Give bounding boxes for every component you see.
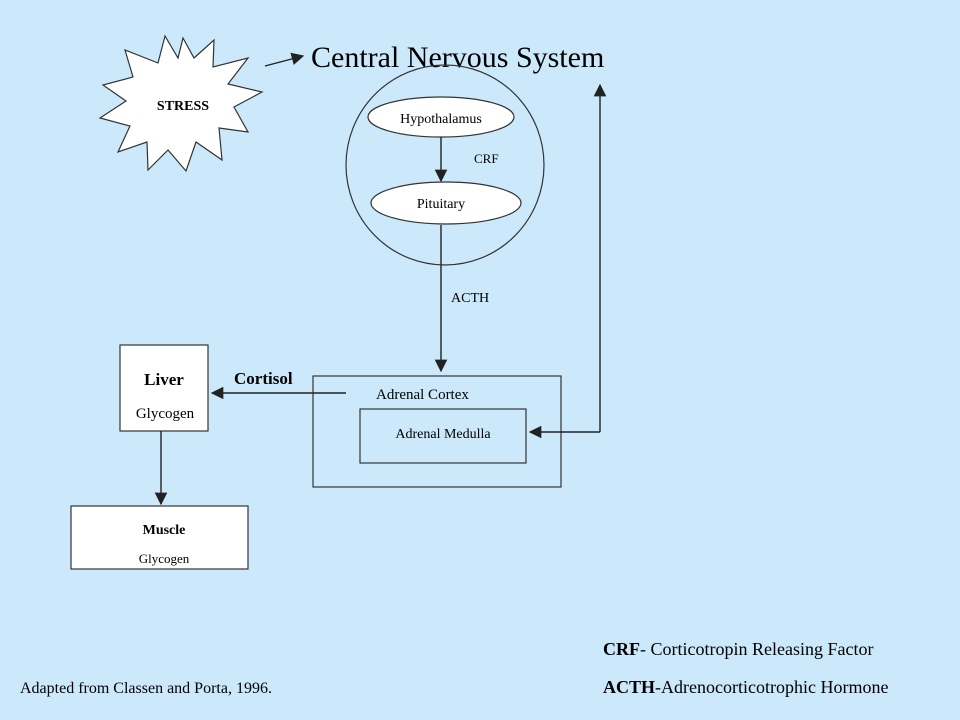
muscle-box — [70, 505, 249, 570]
hypothalamus-label: Hypothalamus — [400, 112, 482, 127]
muscle-glycogen: Glycogen — [139, 551, 190, 566]
acth-label: ACTH — [451, 291, 489, 306]
liver-glycogen: Glycogen — [136, 406, 195, 422]
legend-acth: ACTH-Adrenocorticotrophic Hormone — [603, 677, 888, 698]
legend-crf-def: - Corticotropin Releasing Factor — [640, 639, 874, 659]
cortisol-label: Cortisol — [234, 369, 293, 388]
crf-label: CRF — [474, 151, 499, 166]
legend-crf-term: CRF — [603, 639, 640, 659]
liver-title: Liver — [144, 370, 184, 389]
adrenal-medulla-box — [359, 408, 527, 464]
adrenal-cortex-label: Adrenal Cortex — [376, 387, 469, 403]
stress-burst: STRESS — [98, 34, 264, 173]
legend-acth-def: -Adrenocorticotrophic Hormone — [655, 677, 889, 697]
cns-circle — [345, 64, 545, 266]
legend-acth-term: ACTH — [603, 677, 656, 697]
stress-label: STRESS — [157, 99, 209, 114]
liver-box — [119, 344, 209, 432]
source-citation: Adapted from Classen and Porta, 1996. — [20, 680, 272, 697]
cns-title: Central Nervous System — [311, 41, 604, 74]
legend-crf: CRF- Corticotropin Releasing Factor — [603, 639, 873, 660]
adrenal-medulla-label: Adrenal Medulla — [395, 427, 491, 442]
stress-to-cns-arrow — [264, 52, 305, 67]
muscle-title: Muscle — [143, 523, 186, 538]
pituitary-node — [370, 181, 522, 225]
pituitary-label: Pituitary — [417, 197, 465, 212]
